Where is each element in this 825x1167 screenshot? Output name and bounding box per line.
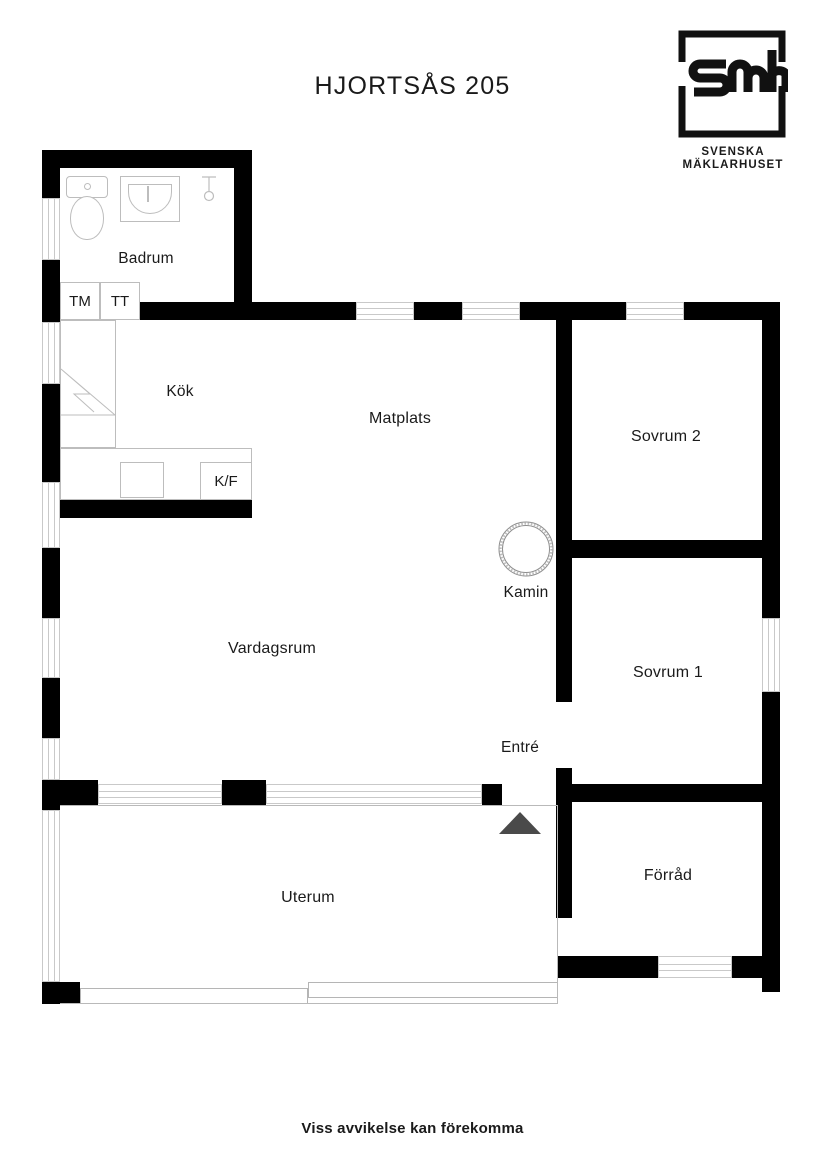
kitchen-counter-vertical [60,320,116,448]
smh-logo-icon [676,30,788,138]
wall-sovrum1-forrad [556,784,762,802]
wall-top-4 [684,302,780,320]
toilet-flush-button [84,183,91,190]
wall-top-3 [520,302,626,320]
window-left-3 [42,482,60,548]
room-label-badrum: Badrum [118,250,174,267]
room-label-matplats: Matplats [368,410,432,427]
wall-uterum-mid [222,780,266,806]
room-label-kok: Kök [166,383,194,400]
room-label-entre: Entré [500,739,540,756]
window-forrad-bottom [658,956,732,978]
wall-right-1 [762,302,780,618]
window-left-6 [42,810,60,982]
stove-icon [60,368,116,416]
brand-name: SVENSKA MÄKLARHUSET [672,146,794,172]
kamin-icon [498,521,554,577]
window-top-3 [626,302,684,320]
wall-forrad-bottom-left [558,956,658,978]
room-label-sovrum1: Sovrum 1 [632,664,704,681]
room-label-forrad: Förråd [643,867,693,884]
window-left-2 [42,322,60,384]
page-title: HJORTSÅS 205 [314,72,511,100]
wall-top-1 [216,302,356,320]
brand-name-line1: SVENSKA [701,146,765,158]
brand-logo: SVENSKA MÄKLARHUSET [672,28,794,178]
kitchen-sink [120,462,164,498]
appliance-tt: TT [100,282,140,320]
hairline-uterum-bottom [60,1003,558,1004]
window-uterum-2 [266,784,482,804]
wall-badrum-top [42,150,252,168]
wall-left-5 [42,678,60,738]
wall-center-upper [556,320,572,520]
wall-left-bottom [42,982,80,1004]
wall-top-2 [414,302,462,320]
wall-uterum-top-right [482,784,502,806]
sink-tap [147,186,149,202]
window-left-1 [42,198,60,260]
room-label-sovrum2: Sovrum 2 [630,428,702,445]
wall-center-entre [556,768,572,918]
appliance-kf: K/F [200,462,252,500]
room-label-uterum: Uterum [281,889,335,906]
wall-center-lower [556,520,572,702]
wall-kok-bottom [60,500,252,518]
hairline-uterum-right [557,806,558,1004]
appliance-tm: TM [60,282,100,320]
wall-left-2 [42,260,60,322]
window-right-1 [762,618,780,692]
wall-badrum-right [234,150,252,320]
window-uterum-1 [98,784,222,804]
brand-name-line2: MÄKLARHUSET [682,159,784,171]
toilet-bowl [70,196,104,240]
hairline-uterum-top [60,805,558,806]
wall-left-3 [42,384,60,482]
entrance-direction-arrow [499,812,541,834]
wall-forrad-bottom-right [732,956,780,978]
wall-uterum-top-left [42,780,98,806]
window-left-4 [42,618,60,678]
window-left-5 [42,738,60,780]
room-label-vardagsrum: Vardagsrum [228,640,316,657]
shower-icon [202,176,216,202]
disclaimer-note: Viss avvikelse kan förekomma [301,1120,524,1137]
wall-left-4 [42,548,60,618]
uterum-sliding-panel-left [80,988,308,1004]
room-label-kamin: Kamin [503,584,549,601]
window-top-1 [356,302,414,320]
window-top-2 [462,302,520,320]
uterum-sliding-panel-right [308,982,558,998]
wall-between-bedrooms [556,540,762,558]
floor-plan: TM TT Badrum K/F Kök Matplats Vardagsrum… [42,150,780,1004]
wall-right-2 [762,692,780,992]
